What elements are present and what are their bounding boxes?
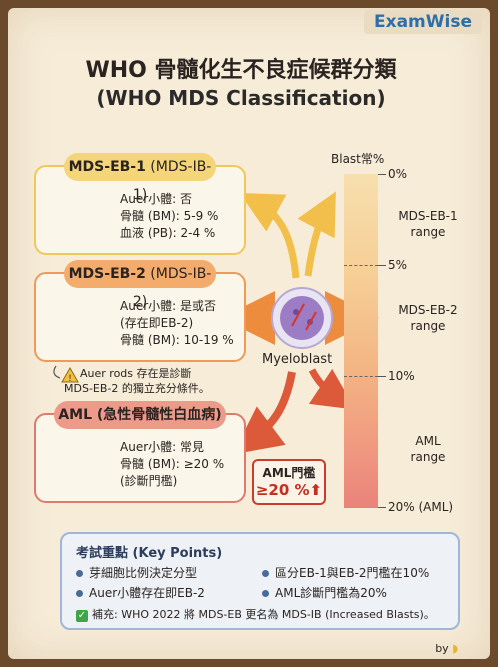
card-mds-eb2: MDS-EB-2 (MDS-IB-2) Auer小體: 是或否 (存在即EB-2…: [34, 260, 246, 362]
tick-10pct: 10%: [388, 369, 415, 383]
aml-auer: Auer小體: 常見: [120, 440, 204, 454]
blast-percentage-bar: [344, 174, 378, 508]
credit-label: by ◗: [435, 642, 458, 655]
eb1-bm: 骨髓 (BM): 5-9 %: [120, 209, 219, 223]
aml-threshold-box: AML門檻 ≥20 %⬆: [252, 459, 326, 505]
svg-text:!: !: [68, 374, 72, 384]
warning-icon: !: [61, 366, 79, 384]
card-aml-header: AML (急性骨髓性白血病): [54, 401, 226, 429]
eb1-auer: Auer小體: 否: [120, 192, 192, 206]
key-point-1: 芽細胞比例決定分型: [76, 564, 197, 581]
arrow-to-eb1: [239, 192, 300, 279]
tick-5pct: 5%: [388, 258, 408, 272]
myeloblast-label: Myeloblast: [262, 352, 333, 367]
key-point-4: AML診斷門檻為20%: [262, 584, 387, 601]
card-eb2-header: MDS-EB-2 (MDS-IB-2): [64, 260, 216, 310]
eb1-pb: 血液 (PB): 2-4 %: [120, 226, 216, 240]
myeloblast-icon: [271, 287, 333, 349]
check-icon: ✓: [76, 610, 88, 622]
brand-logo: ExamWise: [364, 10, 482, 34]
divider-5pct: [344, 265, 378, 266]
key-point-3: Auer小體存在即EB-2: [76, 584, 205, 601]
card-aml: AML (急性骨髓性白血病) Auer小體: 常見 骨髓 (BM): ≥20 %…: [34, 401, 246, 503]
card-mds-eb1: MDS-EB-1 (MDS-IB-1) Auer小體: 否 骨髓 (BM): 5…: [34, 153, 246, 255]
arrow-to-eb1-range: [297, 191, 336, 277]
key-points-note: ✓補充: WHO 2022 將 MDS-EB 更名為 MDS-IB (Incre…: [76, 608, 435, 622]
eb2-auer: Auer小體: 是或否: [120, 299, 216, 313]
arrow-to-aml: [232, 371, 296, 455]
page-subtitle: (WHO MDS Classification): [96, 86, 386, 110]
aml-bm: 骨髓 (BM): ≥20 %: [120, 457, 225, 471]
tick-20pct: 20% (AML): [388, 500, 454, 514]
aml-dx-note: (診斷門檻): [120, 474, 178, 488]
key-points-title: 考試重點 (Key Points): [76, 546, 223, 561]
page-title: WHO 骨髓化生不良症候群分類: [85, 58, 397, 83]
card-eb1-header: MDS-EB-1 (MDS-IB-1): [64, 153, 216, 203]
banana-icon: ◗: [452, 642, 458, 655]
arrow-to-aml-range: [308, 368, 356, 410]
eb2-auer-note: (存在即EB-2): [120, 316, 194, 330]
key-point-2: 區分EB-1與EB-2門檻在10%: [262, 564, 429, 581]
tick-0pct: 0%: [388, 167, 408, 181]
eb2-bm: 骨髓 (BM): 10-19 %: [120, 333, 234, 347]
auer-rods-note: Auer rods 存在是診斷 MDS-EB-2 的獨立充分條件。: [64, 367, 210, 395]
blast-bar-title: Blast常%: [331, 152, 385, 166]
key-points-box: 考試重點 (Key Points) 芽細胞比例決定分型 區分EB-1與EB-2門…: [60, 532, 460, 630]
divider-10pct: [344, 376, 378, 377]
